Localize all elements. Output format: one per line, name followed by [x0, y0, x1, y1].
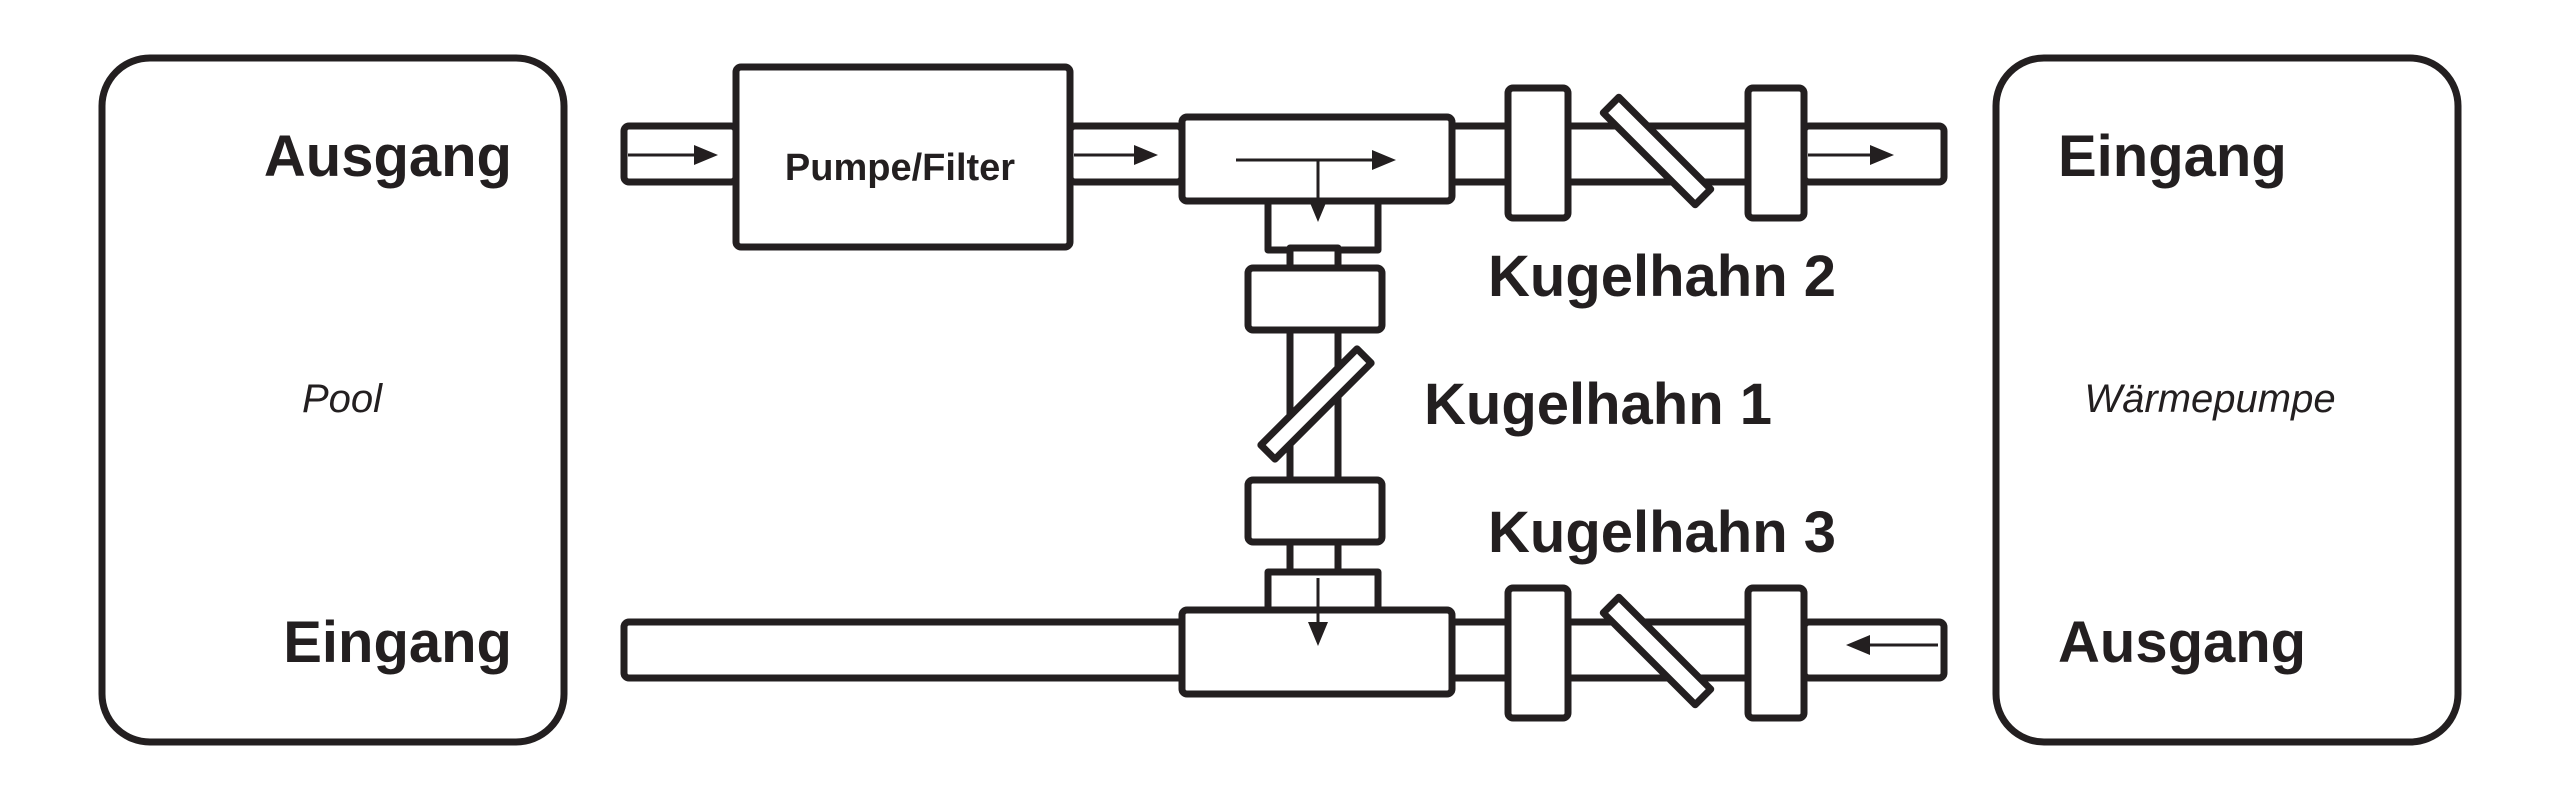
flow-arrow-pool-out: [628, 145, 718, 165]
flow-arrow-top-tee-down: [1308, 160, 1328, 222]
flow-arrow-after-filter: [1074, 145, 1158, 165]
bottom-pipe-line: [620, 568, 1948, 722]
heat-pump-name-label: Wärmepumpe: [2084, 377, 2335, 421]
pump-filter-label: Pumpe/Filter: [785, 147, 1015, 189]
valve2-label: Kugelhahn 2: [1488, 244, 1836, 309]
top-pipe-segment-3: [1448, 122, 1516, 186]
valve1-handle: [1257, 345, 1375, 463]
pool-name-label: Pool: [302, 377, 383, 421]
valve1-flange-bottom: [1244, 476, 1386, 546]
valve2-handle: [1599, 93, 1715, 209]
valve2-flange-left: [1504, 84, 1572, 222]
bottom-pipe-segment-2: [1448, 618, 1516, 682]
flow-arrow-from-heat-pump: [1846, 635, 1938, 655]
heat-pump-inlet-label: Eingang: [2058, 124, 2287, 189]
valve3-handle: [1599, 593, 1715, 709]
valve1-flange-top: [1244, 264, 1386, 334]
heat-pump-box: [1992, 54, 2462, 746]
pool-box: [98, 54, 568, 746]
valve3-label: Kugelhahn 3: [1488, 500, 1836, 565]
bottom-pipe-segment-1: [620, 618, 1194, 682]
pool-inlet-label: Eingang: [283, 610, 512, 675]
valve3-flange-right: [1744, 584, 1808, 722]
flow-arrow-to-heat-pump: [1808, 145, 1894, 165]
flow-arrows: [628, 145, 1938, 655]
flow-arrow-top-tee: [1236, 150, 1396, 170]
heat-pump-outlet-label: Ausgang: [2058, 610, 2306, 675]
branch-pipe-lower: [1286, 538, 1342, 576]
valve1-label: Kugelhahn 1: [1424, 372, 1772, 437]
pool-outlet-label: Ausgang: [264, 124, 512, 189]
vertical-branch: [1244, 244, 1386, 576]
flow-arrow-bottom-tee-down: [1308, 578, 1328, 646]
bottom-pipe-segment-3: [1800, 618, 1948, 682]
top-pipe-line: Pumpe/Filter: [620, 63, 1948, 254]
valve3-flange-left: [1504, 584, 1572, 722]
pool-unit: Ausgang Pool Eingang: [98, 54, 568, 746]
heat-pump-unit: Eingang Wärmepumpe Ausgang: [1992, 54, 2462, 746]
valve2-flange-right: [1744, 84, 1808, 222]
